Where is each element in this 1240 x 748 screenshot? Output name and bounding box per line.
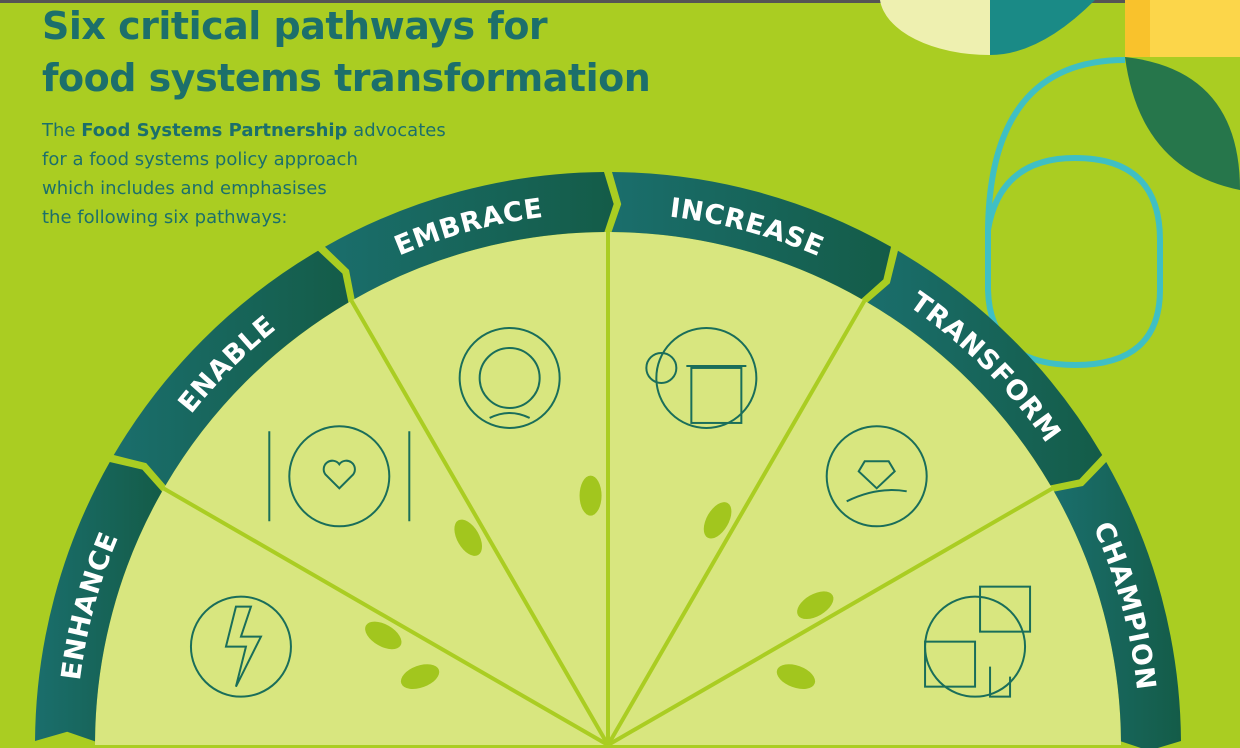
pathway-band [867, 250, 1103, 486]
earth-energy-icon [189, 595, 292, 698]
pathway-band [324, 172, 614, 299]
leaf-icon [400, 664, 440, 689]
intro-line: which includes and emphasises [42, 178, 327, 199]
title-line-2: food systems transformation [42, 56, 651, 100]
food-waste-bin-icon [645, 326, 758, 429]
teal-leaf [990, 0, 1095, 55]
six-outline [985, 57, 1163, 369]
leaf-icon [454, 519, 483, 556]
pathway-band [611, 172, 892, 299]
dark-green-leaf [1125, 57, 1240, 190]
leaf-icon [579, 475, 602, 516]
leaf-icon [365, 621, 402, 650]
pale-semicircle [880, 0, 990, 56]
globe-biodiversity-icon [458, 326, 561, 429]
hand-diamond-cycle-icon [825, 425, 928, 528]
intro-line: the following six pathways: [42, 207, 288, 228]
divider-line [349, 299, 610, 747]
intro-text: advocates [347, 120, 446, 141]
divider-line [606, 299, 867, 747]
title-line-1: Six critical pathways for [42, 4, 548, 48]
pathway-band [35, 461, 162, 742]
page-title: Six critical pathways for food systems t… [42, 0, 651, 104]
leaf-icon [797, 591, 834, 620]
pathway-band [113, 250, 349, 486]
intro-text: The [42, 120, 82, 141]
divider-line [162, 486, 610, 747]
decorative-shapes [880, 0, 1240, 369]
divider-line [606, 486, 1054, 747]
top-border [0, 0, 1240, 3]
leaf-icon [776, 664, 816, 689]
plate-heart-cycle-icon [268, 425, 411, 528]
intro-line: for a food systems policy approach [42, 149, 358, 170]
pathway-band [1054, 461, 1181, 748]
leaf-icon [703, 502, 732, 539]
data-dashboard-touch-icon [924, 585, 1032, 698]
intro-paragraph: The Food Systems Partnership advocates f… [42, 116, 446, 232]
partnership-name: Food Systems Partnership [81, 120, 348, 141]
